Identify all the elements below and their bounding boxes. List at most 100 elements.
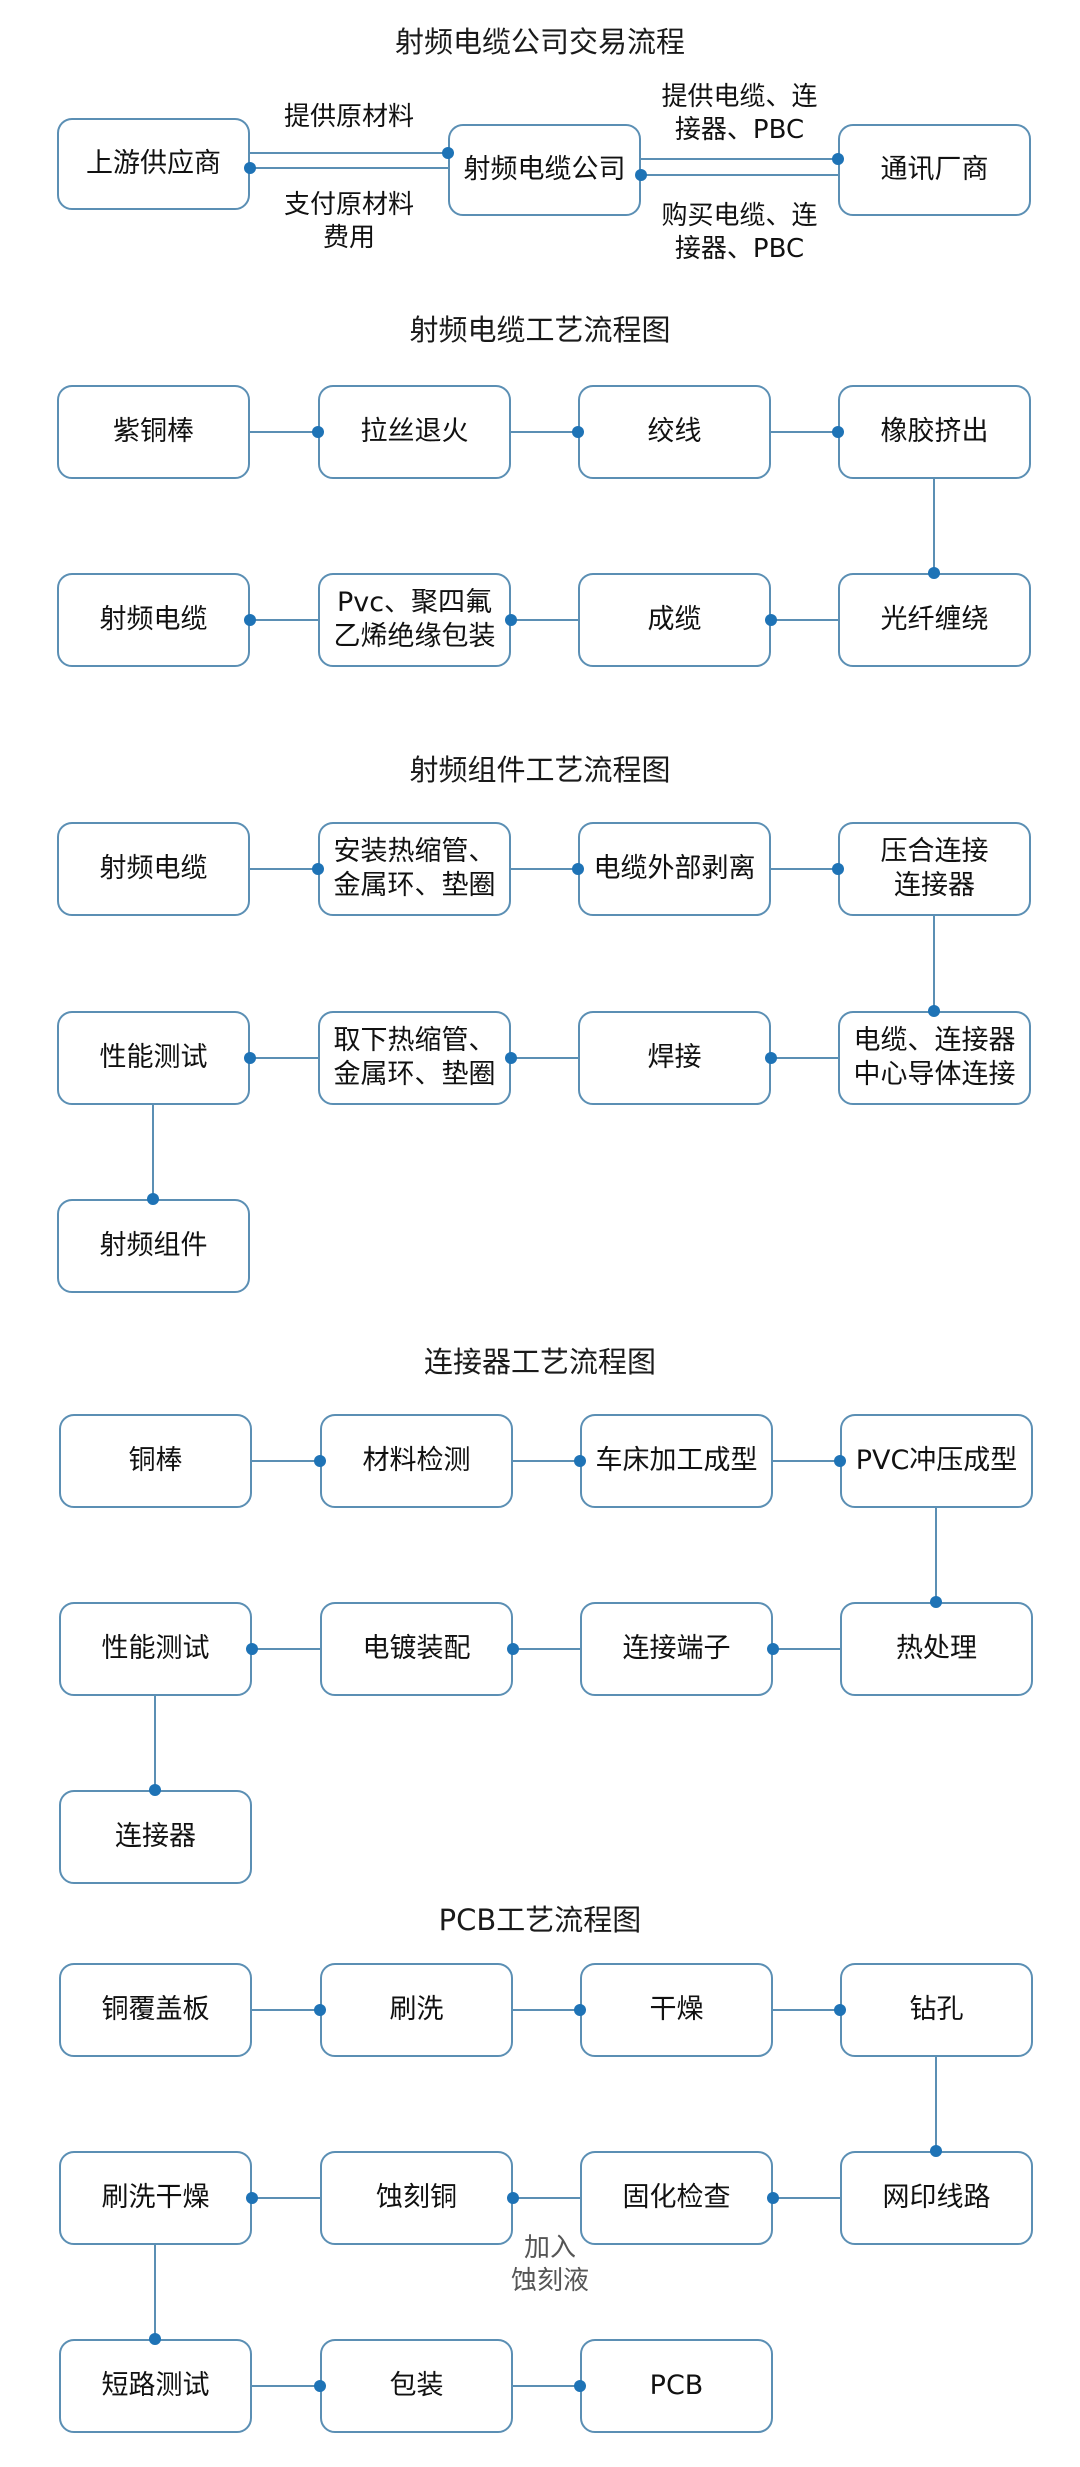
connector-line [252,2009,320,2011]
node-scrubbing: 刷洗 [320,1963,513,2057]
node-connect-terminal: 连接端子 [580,1602,773,1696]
node-drilling: 钻孔 [840,1963,1033,2057]
arrow-head-dot [314,2380,326,2392]
label-add-etchant: 加入 蚀刻液 [510,2233,589,2296]
connector-line [771,431,838,433]
arrow-head-dot [574,2004,586,2016]
arrow-head-dot [149,1784,161,1796]
arrow-head-dot [505,614,517,626]
arrow-head-dot [928,567,940,579]
node-plating-assembly: 电镀装配 [320,1602,513,1696]
node-center-conductor: 电缆、连接器 中心导体连接 [838,1011,1031,1105]
node-drying: 干燥 [580,1963,773,2057]
node-telecom-maker: 通讯厂商 [838,124,1031,216]
arrow-head-dot [574,2380,586,2392]
node-copper-rod: 铜棒 [59,1414,252,1508]
node-upstream-supplier: 上游供应商 [57,118,250,210]
node-performance-test: 性能测试 [59,1602,252,1696]
arrow-head-dot [572,863,584,875]
arrow-head-dot [930,1596,942,1608]
node-pcb: PCB [580,2339,773,2433]
connector-line [771,1057,838,1059]
node-fiber-wrapping: 光纤缠绕 [838,573,1031,667]
node-material-inspection: 材料检测 [320,1414,513,1508]
arrow-head-dot [928,1005,940,1017]
connector-line [935,2057,937,2151]
connector-line [511,431,578,433]
connector-line [154,1696,156,1790]
node-short-circuit-test: 短路测试 [59,2339,252,2433]
label-pay-raw: 支付原材料 费用 [283,190,414,253]
arrow-head-dot [767,2192,779,2204]
label-buy-cable: 购买电缆、连 接器、PBC [661,201,818,264]
node-insulation-packaging: Pvc、聚四氟 乙烯绝缘包装 [318,573,511,667]
arrow-head-dot [149,2333,161,2345]
assembly-title: 射频组件工艺流程图 [409,753,671,787]
node-rf-cable-company: 射频电缆公司 [448,124,641,216]
connector-line [511,619,578,621]
arrow-head-dot [507,2192,519,2204]
arrow-upstream-to-company [250,152,448,154]
connector-line [771,868,838,870]
node-crimp-connector: 压合连接 连接器 [838,822,1031,916]
node-scrub-dry: 刷洗干燥 [59,2151,252,2245]
label-provide-raw: 提供原材料 [283,102,414,132]
connector-line [933,916,935,1011]
node-rf-cable: 射频电缆 [57,573,250,667]
connector-line [252,2385,320,2387]
node-rf-cable: 射频电缆 [57,822,250,916]
arrow-company-to-telecom [641,158,838,160]
connector-line [250,1057,318,1059]
arrow-head-dot [765,1052,777,1064]
node-rf-assembly: 射频组件 [57,1199,250,1293]
arrow-head-dot [246,1643,258,1655]
arrow-head-dot [574,1455,586,1467]
connector-title: 连接器工艺流程图 [423,1345,656,1379]
connector-line [773,2197,840,2199]
connector-line [773,1648,840,1650]
node-heat-treatment: 热处理 [840,1602,1033,1696]
arrow-telecom-to-company [641,174,838,176]
connector-line [250,619,318,621]
connector-line [513,2197,580,2199]
arrow-head-dot [834,2004,846,2016]
arrow-head-dot [312,426,324,438]
arrow-head-dot [832,153,844,165]
arrow-head-dot [244,614,256,626]
label-provide-cable: 提供电缆、连 接器、PBC [661,82,818,145]
connector-line [252,2197,320,2199]
arrow-head-dot [246,2192,258,2204]
connector-line [252,1648,320,1650]
node-welding: 焊接 [578,1011,771,1105]
arrow-head-dot [147,1193,159,1205]
arrow-head-dot [635,169,647,181]
arrow-company-to-upstream [250,167,448,169]
arrow-head-dot [832,863,844,875]
node-packaging: 包装 [320,2339,513,2433]
node-connector: 连接器 [59,1790,252,1884]
node-pvc-stamping: PVC冲压成型 [840,1414,1033,1508]
node-copper-clad-board: 铜覆盖板 [59,1963,252,2057]
cable-title: 射频电缆工艺流程图 [409,313,671,347]
node-etch-copper: 蚀刻铜 [320,2151,513,2245]
connector-line [511,868,578,870]
node-remove-shrink-tube: 取下热缩管、 金属环、垫圈 [318,1011,511,1105]
arrow-head-dot [244,162,256,174]
arrow-head-dot [244,1052,256,1064]
arrow-head-dot [834,1455,846,1467]
node-lathe-forming: 车床加工成型 [580,1414,773,1508]
connector-line [773,2009,840,2011]
node-cable-stripping: 电缆外部剥离 [578,822,771,916]
connector-line [152,1105,154,1199]
connector-line [513,2009,580,2011]
node-stranding: 绞线 [578,385,771,479]
connector-line [250,868,318,870]
node-install-shrink-tube: 安装热缩管、 金属环、垫圈 [318,822,511,916]
connector-line [933,479,935,573]
arrow-head-dot [765,614,777,626]
arrow-head-dot [572,426,584,438]
connector-line [513,2385,580,2387]
pcb-title: PCB工艺流程图 [438,1903,642,1937]
node-red-copper-rod: 紫铜棒 [57,385,250,479]
connector-line [154,2245,156,2339]
